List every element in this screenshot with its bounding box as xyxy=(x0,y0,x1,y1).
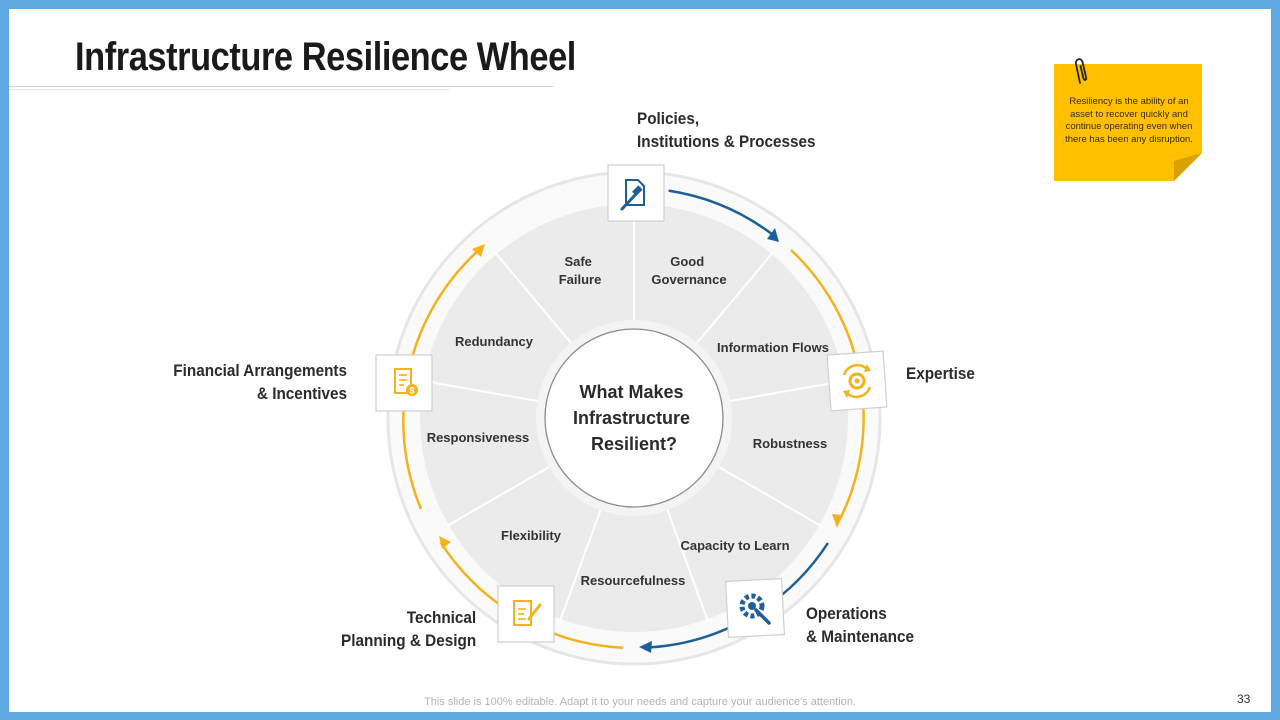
label-technical-line1: Technical xyxy=(406,608,476,627)
title-underline xyxy=(9,86,554,87)
segment-divider xyxy=(727,379,847,403)
gavel-document-icon xyxy=(620,179,645,211)
sticky-note-text: Resiliency is the ability of an asset to… xyxy=(1065,96,1193,145)
label-policies-line2: Institutions & Processes xyxy=(637,132,816,151)
segment-divider xyxy=(559,506,603,622)
title-underline-secondary xyxy=(9,89,449,90)
label-policies: Policies, Institutions & Processes xyxy=(637,107,816,153)
arrowhead xyxy=(639,641,652,653)
label-operations: Operations & Maintenance xyxy=(806,602,914,648)
financial-icon-box: $ xyxy=(375,354,433,412)
segment-label: Good xyxy=(670,254,704,269)
segment-robustness: Robustness xyxy=(753,436,827,451)
resilience-wheel: What Makes Infrastructure Resilient? Saf… xyxy=(375,164,888,666)
page-number: 33 xyxy=(1237,692,1251,706)
segment-good-governance: Good Governance xyxy=(651,254,726,287)
arrowhead xyxy=(767,228,779,242)
segment-capacity-to-learn: Capacity to Learn xyxy=(680,538,789,553)
segment-divider xyxy=(446,464,553,527)
center-title: What Makes Infrastructure Resilient? xyxy=(573,382,695,454)
label-financial: Financial Arrangements & Incentives xyxy=(173,359,347,405)
paperclip-icon xyxy=(1075,58,1088,84)
segment-information-flows: Information Flows xyxy=(717,340,829,355)
segment-dividers xyxy=(421,202,847,622)
label-technical-line2: Planning & Design xyxy=(340,631,476,650)
pencil-document-icon xyxy=(513,600,542,626)
arrowhead xyxy=(439,536,451,549)
segment-resourcefulness: Resourcefulness xyxy=(581,573,686,588)
label-operations-line2: & Maintenance xyxy=(806,627,914,646)
segment-divider xyxy=(694,251,774,346)
svg-text:$: $ xyxy=(409,386,414,396)
segment-label: Failure xyxy=(559,272,602,287)
slide-title: Infrastructure Resilience Wheel xyxy=(75,35,576,79)
operations-icon-box xyxy=(724,577,786,639)
policies-icon-box xyxy=(607,164,665,222)
segment-flexibility: Flexibility xyxy=(501,528,562,543)
segment-divider xyxy=(421,379,541,403)
segment-divider xyxy=(715,464,822,527)
arc-policies-expertise xyxy=(668,189,776,237)
slide: Infrastructure Resilience Wheel Resilien… xyxy=(9,9,1271,712)
segment-divider xyxy=(494,251,574,346)
label-operations-line1: Operations xyxy=(806,604,887,623)
arrowhead xyxy=(832,514,843,528)
label-technical: Technical Planning & Design xyxy=(341,606,476,652)
segment-label: Governance xyxy=(651,272,726,287)
footer-text: This slide is 100% editable. Adapt it to… xyxy=(424,696,856,708)
dollar-document-icon: $ xyxy=(394,368,418,396)
gear-cycle-icon xyxy=(842,363,872,399)
label-financial-line2: & Incentives xyxy=(256,384,347,403)
center-title-line3: Resilient? xyxy=(591,434,677,454)
segment-safe-failure: Safe Failure xyxy=(559,254,602,287)
center-title-line2: Infrastructure xyxy=(573,408,690,428)
label-financial-line1: Financial Arrangements xyxy=(173,361,347,380)
label-expertise: Expertise xyxy=(906,364,975,383)
center-circle xyxy=(544,328,724,508)
segment-label: Safe xyxy=(564,254,591,269)
label-policies-line1: Policies, xyxy=(637,109,700,128)
segment-divider xyxy=(665,506,709,622)
segment-responsiveness: Responsiveness xyxy=(427,430,530,445)
wrench-gear-icon xyxy=(739,593,771,625)
expertise-icon-box xyxy=(826,350,888,412)
technical-icon-box xyxy=(497,585,555,643)
center-title-line1: What Makes xyxy=(579,382,683,402)
arrowhead xyxy=(472,244,485,257)
segment-redundancy: Redundancy xyxy=(455,334,534,349)
